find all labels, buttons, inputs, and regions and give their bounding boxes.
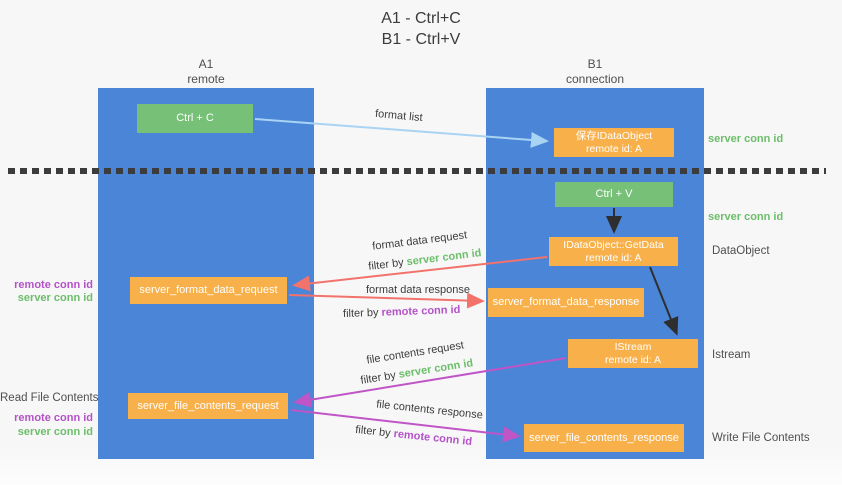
column-b-id: B1 [587, 57, 603, 71]
istream-line2: remote id: A [604, 353, 662, 366]
getdata-node: IDataObject::GetData remote id: A [549, 237, 678, 266]
server-conn-id-text: server conn id [405, 247, 483, 269]
istream-node: IStream remote id: A [568, 339, 698, 368]
istream-line1: IStream [614, 340, 652, 353]
left-remote-conn-id-2: remote conn id [14, 412, 93, 424]
server-file-contents-request-label: server_file_contents_request [137, 399, 279, 412]
column-a-subtitle: remote [187, 72, 225, 86]
right-server-conn-id-2: server conn id [708, 211, 784, 223]
filter-by-text: filter by [342, 306, 382, 321]
server-file-contents-response-label: server_file_contents_response [529, 431, 679, 444]
right-server-conn-id-1: server conn id [708, 133, 784, 145]
format-data-response-label: format data response [366, 284, 470, 296]
title-line-1: A1 - Ctrl+C [381, 10, 461, 27]
save-idataobject-line2: remote id: A [585, 142, 643, 155]
server-file-contents-response-node: server_file_contents_response [524, 424, 684, 452]
ctrl-c-node: Ctrl + C [137, 104, 253, 133]
file-contents-response-filter-label: filter by remote conn id [355, 424, 473, 448]
server-format-data-response-node: server_format_data_response [488, 288, 644, 317]
server-format-data-response-label: server_format_data_response [492, 296, 640, 308]
server-format-data-request-node: server_format_data_request [130, 277, 287, 304]
title-line-2: B1 - Ctrl+V [381, 31, 461, 48]
dataobject-annotation: DataObject [712, 245, 770, 257]
diagram-title: A1 - Ctrl+C B1 - Ctrl+V [0, 8, 842, 50]
filter-by-text: filter by [367, 256, 408, 273]
boundary-dashed-line [8, 168, 826, 174]
server-file-contents-request-node: server_file_contents_request [128, 393, 288, 419]
column-b-subtitle: connection [565, 72, 625, 86]
ctrl-c-label: Ctrl + C [176, 112, 214, 124]
left-server-conn-id-2: server conn id [17, 426, 93, 438]
read-file-contents-annotation: Read File Contents [0, 392, 99, 404]
save-idataobject-line1: 保存IDataObject [575, 129, 653, 142]
ctrl-v-node: Ctrl + V [555, 182, 673, 207]
column-b-header: B1 connection [535, 57, 655, 87]
remote-conn-id-text: remote conn id [392, 427, 473, 449]
filter-by-text: filter by [359, 368, 400, 387]
file-contents-response-label: file contents response [375, 398, 484, 422]
column-a-header: A1 remote [146, 57, 266, 87]
format-list-label: format list [374, 107, 424, 125]
save-idataobject-node: 保存IDataObject remote id: A [554, 128, 674, 157]
ctrl-v-label: Ctrl + V [595, 188, 633, 200]
filter-by-text: filter by [354, 423, 395, 440]
write-file-contents-annotation: Write File Contents [712, 432, 810, 444]
left-server-conn-id-1: server conn id [17, 292, 93, 304]
server-format-data-request-label: server_format_data_request [139, 284, 278, 296]
istream-annotation: Istream [712, 349, 751, 361]
getdata-line1: IDataObject::GetData [563, 238, 664, 251]
getdata-line2: remote id: A [585, 251, 642, 264]
column-a-id: A1 [198, 57, 214, 71]
format-data-request-label: format data request [371, 229, 468, 253]
remote-conn-id-text: remote conn id [381, 303, 461, 319]
format-data-response-filter-label: filter by remote conn id [343, 304, 461, 320]
server-conn-id-text: server conn id [397, 357, 474, 381]
left-remote-conn-id-1: remote conn id [14, 279, 93, 291]
